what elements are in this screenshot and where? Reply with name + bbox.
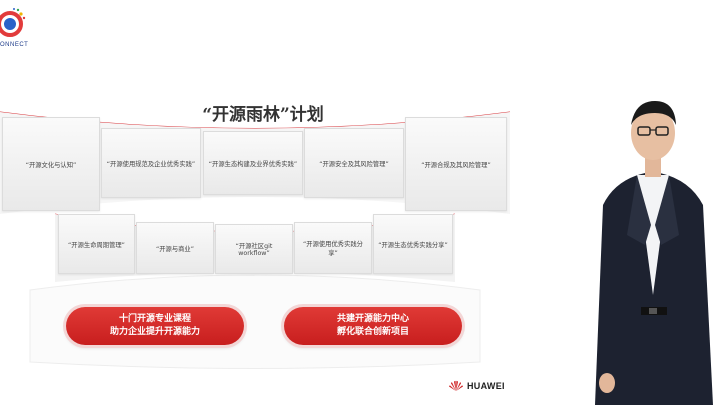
course-card-label: “开源使用优秀实践分享” [303,241,363,257]
pill-courses: 十门开源专业课程 助力企业提升开源能力 [66,307,244,345]
course-card-label: “开源与商业” [155,245,194,253]
course-card-bottom-5: “开源生态优秀实践分享” [373,214,453,274]
course-card-top-1: “开源文化与认知” [2,117,100,211]
brand-logo-text: ONNECT [0,42,29,48]
connect-logo-icon [0,8,26,37]
slide-title: “开源雨林”计划 [202,105,324,125]
course-card-bottom-1: “开源生命周期管理” [58,214,135,274]
pill-center-line1: 共建开源能力中心 [336,314,409,324]
course-card-label: “开源生态构建及业界优秀实践” [208,160,298,168]
course-card-label: “开源安全及其风险管理” [319,160,389,168]
pill-courses-line1: 十门开源专业课程 [118,314,191,324]
course-card-label: “开源使用规范及企业优秀实践” [106,160,196,168]
course-card-top-2: “开源使用规范及企业优秀实践” [101,128,201,198]
course-card-label: “开源生态优秀实践分享” [378,241,448,249]
course-card-top-4: “开源安全及其风险管理” [304,128,404,198]
pill-center-line2: 孵化联合创新项目 [336,327,409,337]
presenter-image [595,101,713,405]
pill-courses-line2: 助力企业提升开源能力 [109,327,200,337]
huawei-logo: HUAWEI [448,380,505,392]
course-card-bottom-3: “开源社区git workflow” [215,224,293,274]
course-card-label: “开源生命周期管理” [68,241,125,249]
course-card-label: “开源合规及其风险管理” [421,161,491,169]
course-card-label: “开源社区git workflow” [235,243,273,257]
pill-center: 共建开源能力中心 孵化联合创新项目 [284,307,462,345]
huawei-logo-text: HUAWEI [467,381,505,391]
huawei-logo-icon [449,380,463,391]
course-card-bottom-4: “开源使用优秀实践分享” [294,222,372,274]
course-card-top-5: “开源合规及其风险管理” [405,117,507,211]
course-card-label: “开源文化与认知” [25,161,77,169]
course-card-bottom-2: “开源与商业” [136,222,214,274]
course-card-top-3: “开源生态构建及业界优秀实践” [203,131,303,195]
